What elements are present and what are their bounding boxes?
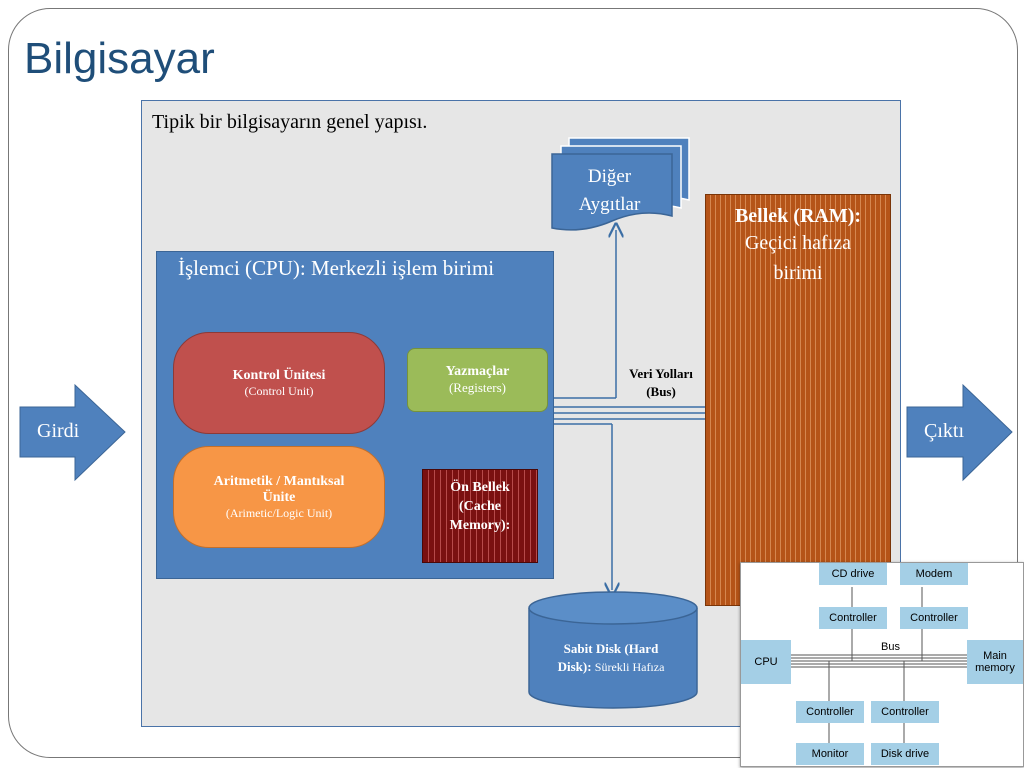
other-devices-line1: Diğer xyxy=(587,166,632,187)
disk-title-line2: Disk): xyxy=(557,659,592,674)
alu-title-line2: Ünite xyxy=(262,489,296,505)
registers-subtitle: (Registers) xyxy=(448,380,507,395)
inset-main-memory-line1: Main xyxy=(983,650,1007,662)
inset-bus-label: Bus xyxy=(881,641,900,653)
output-arrow-shape xyxy=(906,383,1013,482)
inset-main-memory: Main memory xyxy=(967,640,1023,684)
cpu-title: İşlemci (CPU): Merkezli işlem birimi xyxy=(178,256,495,280)
output-label: Çıktı xyxy=(924,420,965,442)
other-devices-line2: Aygıtlar xyxy=(578,194,641,215)
inset-main-memory-line2: memory xyxy=(975,662,1015,674)
ram-block: Bellek (RAM): Geçici hafıza birimi xyxy=(705,194,891,606)
slide-title: Bilgisayar xyxy=(24,34,215,83)
inset-modem: Modem xyxy=(900,563,968,585)
disk-title-line1: Sabit Disk (Hard xyxy=(563,641,659,656)
cache-line3: Memory): xyxy=(449,518,511,533)
control-unit-title: Kontrol Ünitesi xyxy=(232,367,326,383)
hard-disk-shape xyxy=(528,591,698,709)
registers-box: Yazmaçlar (Registers) xyxy=(407,348,548,412)
devices-doc-stack xyxy=(551,137,690,231)
inset-controller-monitor: Controller xyxy=(796,701,864,723)
ram-line2: birimi xyxy=(773,262,823,284)
bus-label-line1: Veri Yolları xyxy=(629,366,693,381)
control-unit-subtitle: (Control Unit) xyxy=(244,383,314,398)
ram-title: Bellek (RAM): xyxy=(734,205,862,227)
inset-lines xyxy=(791,587,967,743)
ram-line1: Geçici hafıza xyxy=(744,232,852,254)
bus-label-line2: (Bus) xyxy=(646,384,676,399)
alu-unit: Aritmetik / Mantıksal Ünite (Arimetic/Lo… xyxy=(173,446,385,548)
hard-disk-label: Sabit Disk (Hard Disk): Sürekli Hafıza xyxy=(535,640,687,676)
bus-lines xyxy=(552,230,705,590)
inset-controller-modem: Controller xyxy=(900,607,968,629)
inset-cd-drive: CD drive xyxy=(819,563,887,585)
control-unit: Kontrol Ünitesi (Control Unit) xyxy=(173,332,385,434)
inset-controller-cd: Controller xyxy=(819,607,887,629)
disk-subtitle: Sürekli Hafıza xyxy=(594,660,665,674)
input-label: Girdi xyxy=(37,420,80,442)
inset-monitor: Monitor xyxy=(796,743,864,765)
cache-line1: Ön Bellek xyxy=(450,480,510,495)
cache-line2: (Cache xyxy=(459,499,501,514)
inset-disk-drive: Disk drive xyxy=(871,743,939,765)
other-devices-label: Diğer Aygıtlar xyxy=(562,163,657,219)
inset-cpu: CPU xyxy=(741,640,791,684)
registers-title: Yazmaçlar xyxy=(445,364,510,379)
alu-title-line1: Aritmetik / Mantıksal xyxy=(213,473,345,489)
inset-controller-disk: Controller xyxy=(871,701,939,723)
diagram-caption: Tipik bir bilgisayarın genel yapısı. xyxy=(152,111,428,133)
alu-subtitle: (Arimetic/Logic Unit) xyxy=(225,505,333,520)
slide-frame xyxy=(8,8,1018,758)
bus-label: Veri Yolları (Bus) xyxy=(616,365,706,401)
input-arrow-shape xyxy=(19,383,126,482)
bus-architecture-inset: CD drive Modem Controller Controller CPU… xyxy=(740,562,1024,767)
cache-box: Ön Bellek (Cache Memory): xyxy=(422,469,538,563)
